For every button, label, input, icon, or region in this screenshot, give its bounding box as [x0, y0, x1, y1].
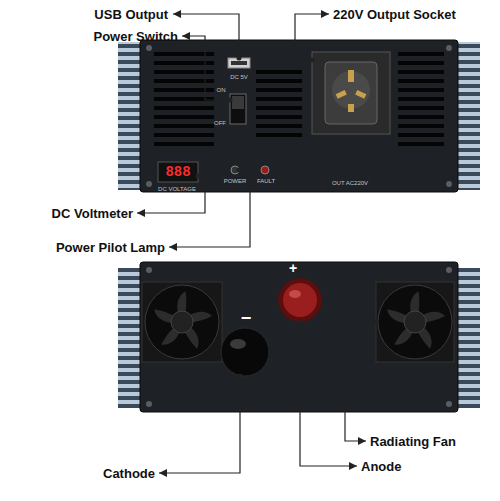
output-socket: [312, 52, 390, 134]
cathode-terminal: [221, 328, 269, 376]
housing: [140, 262, 458, 412]
fault-lamp: [261, 166, 269, 174]
callout-label: Cathode: [103, 467, 155, 480]
screws: [146, 45, 452, 187]
front-panel: [118, 40, 480, 192]
callout-label: Anode: [361, 460, 401, 473]
screws: [146, 267, 452, 407]
polarity-mark: +: [289, 261, 297, 275]
voltmeter-digits: 888: [165, 165, 190, 179]
fan: [376, 282, 454, 362]
callout-label: Radiating Fan: [370, 435, 456, 448]
leader-lines: [137, 14, 376, 473]
polarity-mark: −: [241, 309, 252, 327]
vent-slots: [154, 52, 444, 146]
panel-marking: OFF: [214, 120, 226, 126]
callout-label: DC Voltmeter: [52, 207, 133, 220]
callout-label: 220V Output Socket: [333, 8, 456, 21]
panel-marking: OUT AC220V: [332, 180, 368, 186]
callout-label: Power Pilot Lamp: [56, 241, 165, 254]
anode-terminal: [278, 278, 322, 322]
rear-panel: [118, 262, 480, 412]
panel-marking: DC 5V: [230, 74, 248, 80]
panel-marking: ON: [217, 87, 226, 93]
panel-marking: POWER: [224, 178, 247, 184]
voltmeter-display: [158, 162, 198, 182]
leader-dots: [196, 56, 379, 379]
panel-marking: FAULT: [257, 178, 275, 184]
fan: [142, 282, 222, 362]
panel-marking: DC VOLTAGE: [158, 186, 196, 192]
callout-label: USB Output: [94, 8, 168, 21]
housing: [140, 40, 458, 192]
callout-label: Power Switch: [93, 30, 178, 43]
power-switch: [230, 94, 246, 124]
